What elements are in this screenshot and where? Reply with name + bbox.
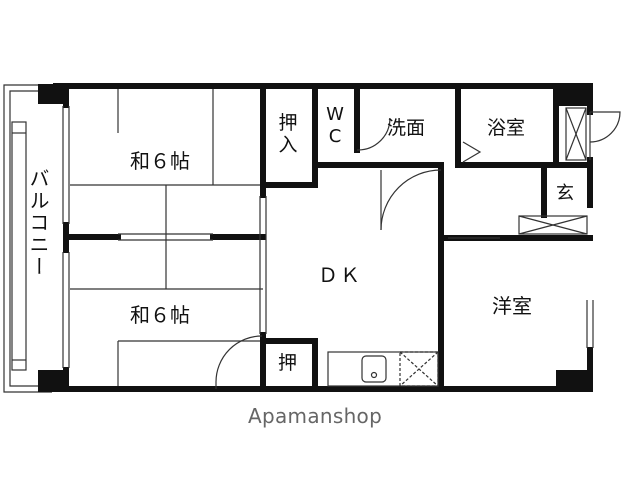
room-genkan: 玄	[556, 183, 574, 204]
room-yokushitsu: 浴室	[487, 117, 526, 139]
room-wc: WC	[326, 104, 344, 147]
room-oshiire-bottom: 押	[278, 352, 298, 374]
room-washitsu-top: 和６帖	[130, 149, 190, 173]
room-dk: ＤＫ	[318, 263, 362, 287]
room-oshiire-top: 押入	[278, 112, 298, 156]
brand-watermark: Apamanshop	[248, 404, 383, 428]
windows	[62, 106, 594, 368]
balcony-label: バルコニー	[26, 168, 50, 278]
doors	[215, 111, 621, 389]
pillars	[38, 84, 592, 392]
room-youshitsu: 洋室	[492, 294, 532, 318]
walls	[53, 83, 593, 392]
kitchen-counter	[327, 351, 439, 387]
balcony-outline	[3, 84, 52, 393]
storage-crosses	[518, 107, 588, 235]
room-washitsu-bottom: 和６帖	[130, 303, 190, 327]
room-senmen: 洗面	[387, 117, 426, 139]
tatami-lines	[70, 88, 263, 389]
